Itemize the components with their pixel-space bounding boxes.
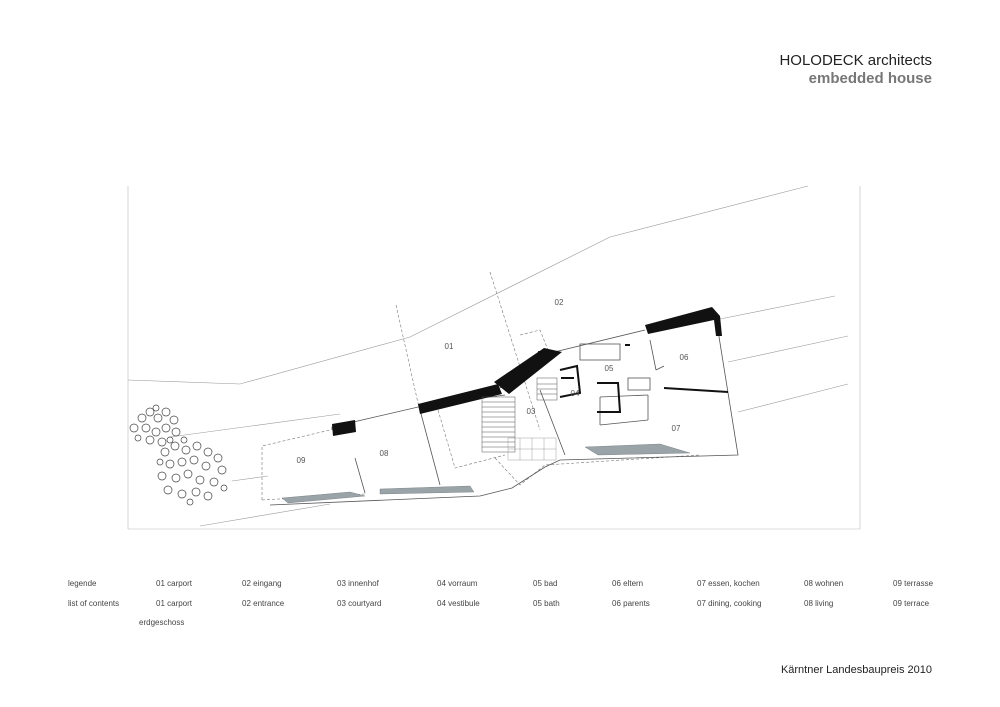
legend-en-item: 05 bath (533, 599, 560, 608)
legend-de-item: 05 bad (533, 579, 558, 588)
site-lines (127, 185, 849, 527)
building-outline (269, 317, 739, 506)
room-label-03: 03 (527, 407, 536, 416)
legend-en-item: 08 living (804, 599, 834, 608)
legend-en-heading: list of contents (68, 599, 120, 608)
interior-walls (537, 344, 729, 413)
legend-de-item: 08 wohnen (804, 579, 844, 588)
room-label-04: 04 (571, 389, 580, 398)
paving-grid (507, 437, 557, 461)
room-label-05: 05 (605, 364, 614, 373)
drawing-frame (127, 186, 861, 530)
stairs (481, 377, 558, 453)
tree-icon (156, 436, 228, 506)
room-label-01: 01 (445, 342, 454, 351)
legend-en-item: 07 dining, cooking (697, 599, 762, 608)
room-label-06: 06 (680, 353, 689, 362)
project-name: embedded house (808, 70, 932, 87)
award-caption: Kärntner Landesbaupreis 2010 (780, 664, 932, 676)
legend-de-item: 07 essen, kochen (697, 579, 760, 588)
legend-en-item: 02 entrance (242, 599, 285, 608)
room-label-02: 02 (555, 298, 564, 307)
dashed-outlines (261, 271, 701, 501)
floor-name: erdgeschoss (139, 618, 185, 627)
legend-en-item: 06 parents (612, 599, 650, 608)
legend-de-item: 02 eingang (242, 579, 282, 588)
room-label-08: 08 (380, 449, 389, 458)
legend-en-item: 04 vestibule (437, 599, 480, 608)
legend-en-item: 01 carport (156, 599, 193, 608)
heavy-walls (332, 307, 722, 436)
room-label-09: 09 (297, 456, 306, 465)
legend-de-item: 09 terrasse (893, 579, 934, 588)
tree-icon (129, 404, 181, 447)
legend-en-item: 09 terrace (893, 599, 930, 608)
firm-name: HOLODECK architects (779, 52, 932, 69)
legend-de-item: 03 innenhof (337, 579, 379, 588)
legend-en-item: 03 courtyard (337, 599, 382, 608)
legend-de-item: 01 carport (156, 579, 193, 588)
legend-de-item: 06 eltern (612, 579, 644, 588)
room-label-07: 07 (672, 424, 681, 433)
legend-de-heading: legende (68, 579, 97, 588)
legend-de-item: 04 vorraum (437, 579, 478, 588)
glazing-strips (281, 443, 691, 504)
